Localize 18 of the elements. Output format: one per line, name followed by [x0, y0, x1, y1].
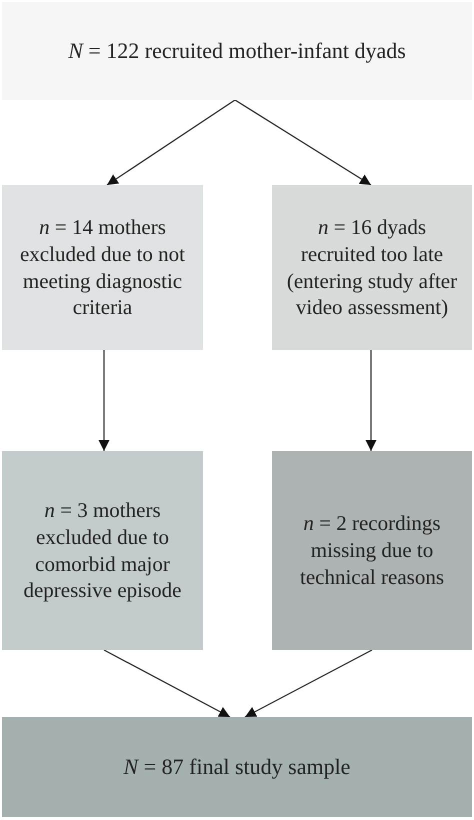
process-box [2, 185, 203, 350]
arrow [98, 350, 110, 451]
box-text: N = 87 final study sample [124, 752, 350, 781]
process-box [2, 451, 203, 650]
box-text: n = 2 recordings missing due to technical reasons [298, 510, 446, 591]
box-text: N = 122 recruited mother-infant dyads [68, 36, 406, 65]
box-text: n = 3 mothers excluded due to comorbid major depressive episode [22, 496, 183, 604]
process-box [2, 717, 472, 817]
arrow [244, 649, 372, 718]
process-box [2, 2, 472, 100]
box-text: n = 14 mothers excluded due to not meeting diagnostic criteria [18, 214, 186, 322]
process-box [272, 185, 472, 350]
box-text: n = 16 dyads recruited too late (entering study after video assessment) [286, 214, 458, 322]
arrow [366, 350, 376, 451]
arrow [234, 100, 372, 186]
arrow [106, 100, 236, 186]
process-box [272, 451, 472, 650]
arrow [104, 649, 230, 718]
